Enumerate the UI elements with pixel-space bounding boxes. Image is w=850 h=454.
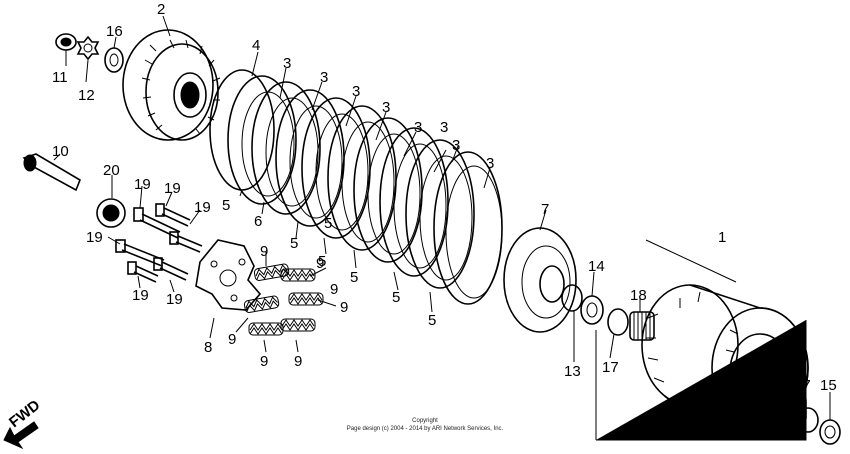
callout-19e: 19	[132, 287, 149, 304]
callout-numbers: 2 16 11 12 4 3 3 3 3 3 3 3 3 10 20 19 19…	[52, 1, 837, 394]
leader-lines	[53, 15, 831, 420]
part-12-star-washer	[76, 35, 100, 61]
callout-11: 11	[52, 69, 68, 86]
clutch-plate-stack	[209, 69, 503, 305]
callout-9a: 9	[260, 243, 268, 260]
callout-13: 13	[564, 363, 581, 380]
callout-10: 10	[52, 143, 69, 160]
callout-5e: 5	[392, 289, 400, 306]
fwd-arrow-icon: FWD	[3, 397, 44, 450]
part-11-lock-washer	[55, 33, 77, 51]
copyright-line-1: Copyright	[412, 418, 438, 424]
callout-15: 15	[820, 377, 837, 394]
callout-19f: 19	[166, 291, 183, 308]
callout-18a: 18	[630, 287, 647, 304]
callout-6: 6	[254, 213, 262, 230]
part-15-thrust-washer	[819, 419, 841, 445]
fwd-label: FWD	[6, 397, 44, 432]
callout-3c: 3	[352, 83, 360, 100]
part-9-springs	[243, 262, 324, 336]
part-1-clutch-outer	[595, 239, 809, 441]
callout-14: 14	[588, 258, 605, 275]
callout-4: 4	[252, 37, 260, 54]
callout-19c: 19	[194, 199, 211, 216]
part-7-pressure-plate	[503, 227, 577, 333]
part-10-lifter-rod	[22, 153, 81, 192]
callout-16: 16	[106, 23, 123, 40]
callout-17a: 17	[602, 359, 619, 376]
callout-7: 7	[541, 201, 549, 218]
callout-8: 8	[204, 339, 212, 356]
part-8-lifter-plate	[195, 239, 262, 311]
callout-3b: 3	[320, 69, 328, 86]
callout-3g: 3	[486, 155, 494, 172]
callout-9f: 9	[294, 353, 302, 370]
callout-9e: 9	[260, 353, 268, 370]
callout-5a: 5	[222, 197, 230, 214]
callout-3e: 3	[414, 119, 422, 136]
callout-3h: 3	[440, 119, 448, 136]
callout-5f: 5	[428, 312, 436, 329]
callout-3a: 3	[283, 55, 291, 72]
callout-12: 12	[78, 87, 95, 104]
callout-9g: 9	[316, 255, 324, 272]
callout-9c: 9	[228, 331, 236, 348]
callout-2: 2	[157, 1, 165, 18]
callout-3f: 3	[452, 137, 460, 154]
copyright-notice: Copyright Page design (c) 2004 - 2014 by…	[347, 418, 504, 432]
part-13-14-washers	[561, 284, 604, 325]
part-20-bearing	[96, 198, 126, 228]
callout-5d: 5	[350, 269, 358, 286]
callout-19b: 19	[164, 180, 181, 197]
part-2-clutch-center	[122, 29, 221, 141]
callout-1: 1	[718, 229, 726, 246]
callout-20: 20	[103, 162, 120, 179]
copyright-line-2: Page design (c) 2004 - 2014 by ARI Netwo…	[347, 426, 504, 432]
callout-5b: 5	[290, 235, 298, 252]
callout-19a: 19	[134, 176, 151, 193]
callout-9b: 9	[330, 281, 338, 298]
callout-17b: 17	[794, 377, 811, 394]
part-16-washer	[104, 47, 124, 73]
callout-19d: 19	[86, 229, 103, 246]
callout-18b: 18	[780, 343, 797, 360]
callout-5g: 5	[324, 215, 332, 232]
part-19-bolts	[115, 203, 203, 283]
callout-3d: 3	[382, 99, 390, 116]
callout-9d: 9	[340, 299, 348, 316]
callout-5c: 5	[318, 253, 326, 270]
